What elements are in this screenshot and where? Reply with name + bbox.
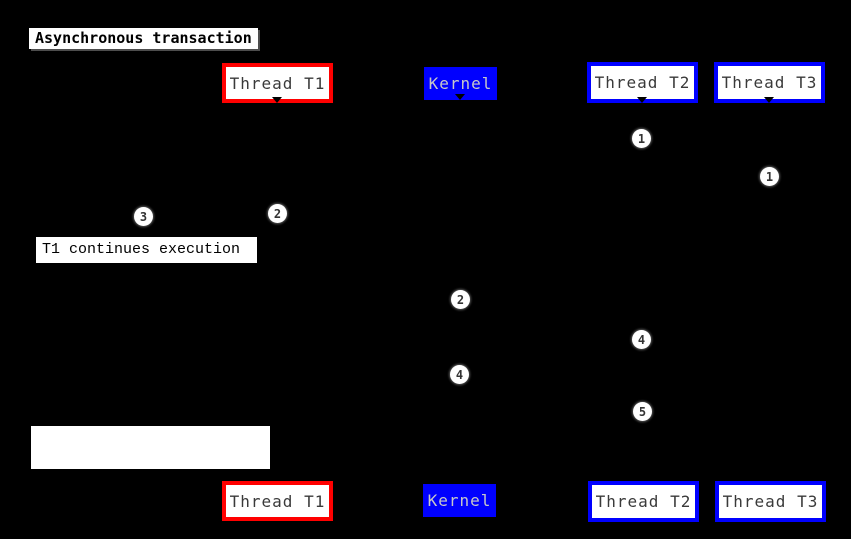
sequence-marker-4: 4: [450, 365, 469, 384]
sequence-marker-5: 5: [633, 402, 652, 421]
diagram-title: Asynchronous transaction: [29, 28, 258, 49]
participant-thread-t3-bottom: Thread T3: [715, 481, 826, 522]
sequence-marker-4: 4: [632, 330, 651, 349]
participant-thread-t2-top: Thread T2: [587, 62, 698, 103]
participant-label: Kernel: [428, 74, 493, 93]
participant-label: Kernel: [427, 491, 492, 510]
lifeline-arrowhead-icon: [764, 97, 774, 103]
sequence-marker-1: 1: [760, 167, 779, 186]
sequence-marker-3: 3: [134, 207, 153, 226]
participant-label: Thread T2: [595, 492, 692, 511]
participant-label: Thread T1: [229, 491, 326, 511]
sequence-marker-2: 2: [268, 204, 287, 223]
participant-label: Thread T2: [594, 73, 691, 92]
participant-kernel-bottom: Kernel: [423, 484, 496, 517]
participant-thread-t2-bottom: Thread T2: [588, 481, 699, 522]
participant-label: Thread T3: [722, 492, 819, 511]
participant-label: Thread T3: [721, 73, 818, 92]
lifeline-arrowhead-icon: [637, 97, 647, 103]
sequence-marker-2: 2: [451, 290, 470, 309]
note-blank: [31, 426, 270, 469]
note-t1-continues-execution: T1 continues execution: [36, 237, 257, 263]
lifeline-arrowhead-icon: [455, 94, 465, 100]
lifeline-arrowhead-icon: [272, 97, 282, 103]
sequence-marker-1: 1: [632, 129, 651, 148]
participant-label: Thread T1: [229, 73, 326, 93]
participant-thread-t1-bottom: Thread T1: [222, 481, 333, 521]
